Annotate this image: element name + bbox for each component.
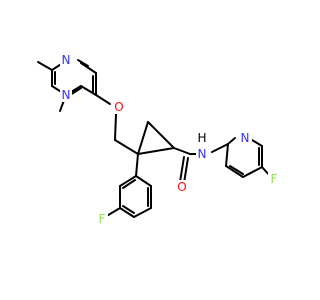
label-background (60, 53, 72, 67)
atom-label: N (62, 88, 71, 102)
bond (137, 121, 149, 155)
pyrimidine-nitrogen-bottom: N (60, 88, 72, 102)
bond (122, 179, 136, 189)
pyridine-nitrogen: N (238, 131, 252, 145)
bond (225, 165, 244, 178)
atom-label: H (197, 131, 206, 145)
atom-label-layer: N N O N H O N F (60, 53, 280, 226)
bond (135, 175, 152, 187)
amide-hydrogen: H (196, 131, 208, 145)
bond (95, 94, 111, 105)
label-background (196, 147, 208, 161)
bond (135, 153, 139, 177)
pyrimidine-nitrogen-top: N (60, 53, 72, 67)
atom-label: N (62, 53, 71, 67)
atom-label: F (271, 172, 278, 186)
label-background (96, 212, 108, 226)
amide-nitrogen: N (196, 147, 208, 161)
atom-label: N (241, 131, 250, 145)
label-background (268, 172, 280, 186)
bond (227, 137, 236, 145)
label-background (238, 131, 252, 145)
bond (173, 147, 191, 155)
bond (114, 113, 117, 141)
structure-svg: N N O N H O N F (37, 53, 280, 226)
bond (37, 61, 53, 71)
molecule-drawing: N N O N H O N F (37, 53, 280, 226)
atom-label: N (198, 147, 207, 161)
bond (77, 59, 89, 67)
bond (211, 143, 229, 153)
bond (80, 85, 97, 96)
phenyl-fluorine: F (96, 212, 108, 226)
bond (119, 207, 135, 218)
atom-label: O (114, 100, 123, 114)
ether-oxygen: O (113, 100, 125, 114)
label-background (113, 100, 125, 114)
bond (147, 121, 175, 149)
bond (183, 157, 189, 184)
label-background (60, 88, 72, 102)
pyridine-fluorine: F (268, 172, 280, 186)
label-background (196, 131, 208, 145)
bond (137, 147, 175, 155)
atom-label: O (177, 180, 186, 194)
bond (179, 156, 185, 183)
carbonyl-oxygen: O (176, 180, 188, 194)
bond (229, 165, 244, 175)
bond (242, 166, 263, 178)
bond (119, 175, 137, 187)
bond (225, 143, 229, 167)
bond (114, 139, 139, 155)
label-background (176, 180, 188, 194)
bond (251, 139, 263, 147)
bond (80, 62, 97, 74)
bond-layer (37, 59, 271, 218)
atom-label: F (99, 212, 106, 226)
bond (133, 207, 152, 218)
bond (122, 205, 135, 214)
